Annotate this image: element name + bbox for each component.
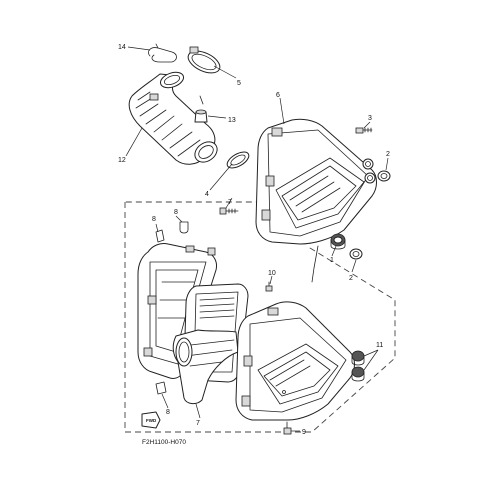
part-3-screw-upper xyxy=(355,127,373,134)
part-6-case-cap-upper xyxy=(255,118,377,245)
part-2-grommet-upper xyxy=(377,170,391,182)
fwd-label: FWD xyxy=(146,418,157,423)
callout-4: 4 xyxy=(205,191,209,198)
callout-12: 12 xyxy=(118,157,126,164)
callout-9: 9 xyxy=(302,429,306,436)
part-8-clip-b xyxy=(179,221,189,234)
part-8-clip-a xyxy=(155,229,165,243)
callout-8-b: 8 xyxy=(174,209,178,216)
part-4-band xyxy=(226,151,250,169)
case-cap-lower xyxy=(235,301,355,421)
part-11-plug-b xyxy=(351,366,365,382)
part-3-screw-side xyxy=(219,207,239,215)
part-13-plug xyxy=(194,95,208,123)
callout-11: 11 xyxy=(376,342,383,349)
air-cleaner-case xyxy=(137,243,217,379)
callout-8-c: 8 xyxy=(166,409,170,416)
forward-arrow-icon: FWD xyxy=(141,411,161,429)
callouts: 14 5 13 12 4 6 3 2 7 1 2 8 8 8 10 11 9 7 xyxy=(118,44,390,436)
callout-2-lower: 2 xyxy=(349,275,353,282)
callout-7-bottom: 7 xyxy=(196,420,200,427)
part-12-intake-duct xyxy=(128,71,218,165)
part-14-clip xyxy=(148,43,177,63)
part-1-grommet xyxy=(330,233,346,250)
callout-3: 3 xyxy=(368,115,372,122)
part-7-inner-duct xyxy=(172,329,239,405)
leader-lines xyxy=(125,46,389,432)
callout-1: 1 xyxy=(330,257,334,264)
callout-10: 10 xyxy=(268,270,276,277)
callout-6: 6 xyxy=(276,92,280,99)
drain-tube xyxy=(311,245,319,283)
part-9-screw xyxy=(283,421,292,435)
callout-8-a: 8 xyxy=(152,216,156,223)
callout-13: 13 xyxy=(228,117,236,124)
part-5-band xyxy=(187,46,221,74)
callout-5: 5 xyxy=(237,80,241,87)
part-8-clip-c xyxy=(155,381,167,395)
callout-7-top: 7 xyxy=(228,199,232,206)
part-10-screw xyxy=(265,281,273,292)
callout-14: 14 xyxy=(118,44,126,51)
callout-2-upper: 2 xyxy=(386,151,390,158)
part-2-grommet-lower xyxy=(349,248,363,260)
drawing-code: F2H1100-H070 xyxy=(142,439,186,446)
